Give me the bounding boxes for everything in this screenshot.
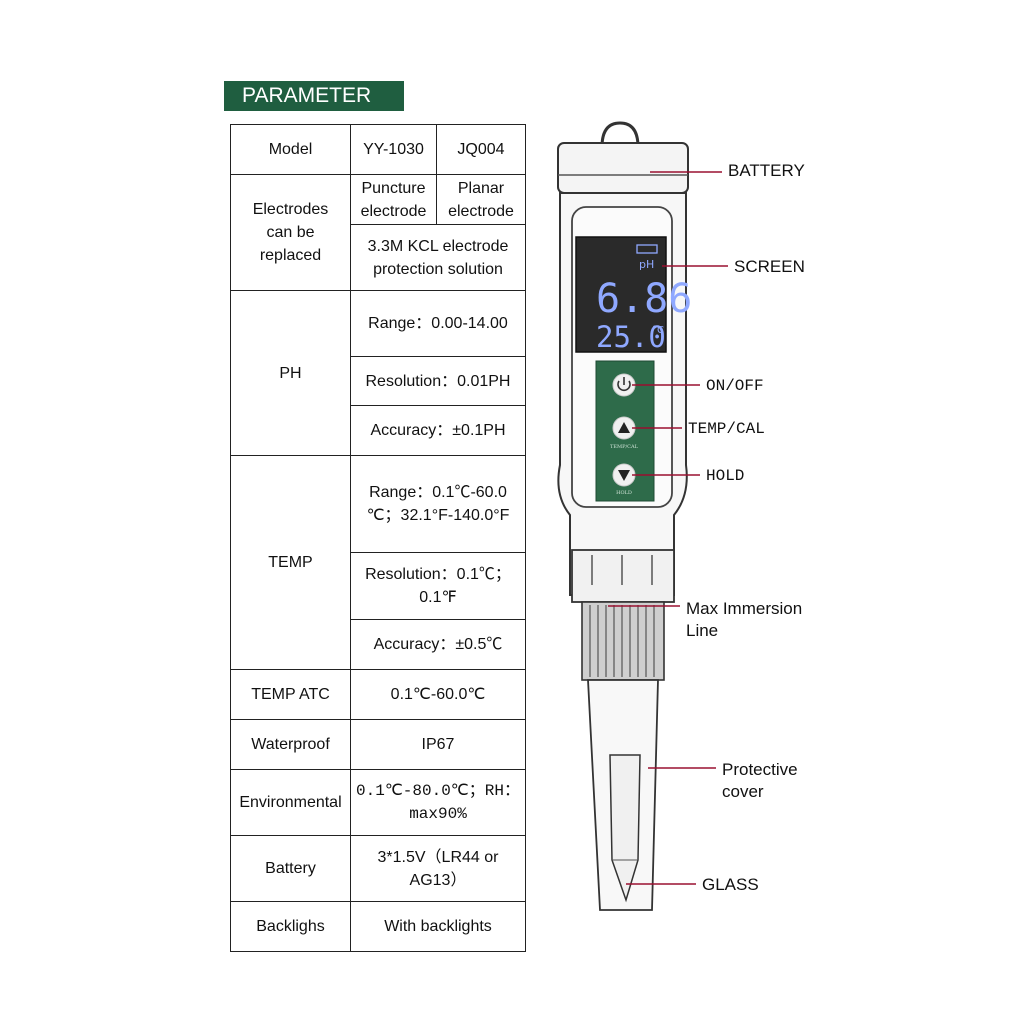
- row-label-temp-atc: TEMP ATC: [230, 669, 351, 720]
- row-label-backlight: Backlighs: [230, 901, 351, 952]
- waterproof-value: IP67: [350, 719, 526, 770]
- temp-cal-caption: TEMP/CAL: [610, 444, 639, 450]
- callout-tempcal: TEMP/CAL: [688, 420, 765, 438]
- table-row: Battery 3*1.5V（LR44 or AG13）: [230, 835, 526, 902]
- temp-range: Range：0.1℃-60.0 ℃；32.1°F-140.0°F: [350, 455, 526, 553]
- row-label-model: Model: [230, 124, 351, 175]
- table-row: Environmental 0.1℃-80.0℃；RH： max90%: [230, 769, 526, 836]
- callout-hold: HOLD: [706, 467, 745, 485]
- ph-range: Range：0.00-14.00: [350, 290, 526, 357]
- temp-resolution: Resolution：0.1℃； 0.1℉: [350, 552, 526, 620]
- table-row: 3.3M KCL electrode protection solution: [231, 224, 526, 291]
- temp-cal-button[interactable]: [612, 416, 636, 440]
- row-label-battery: Battery: [230, 835, 351, 902]
- table-row: Model YY-1030 JQ004: [230, 124, 526, 175]
- table-row: Resolution：0.1℃； 0.1℉: [231, 552, 526, 620]
- lcd-screen: [575, 236, 667, 353]
- model-value-2: JQ004: [436, 124, 526, 175]
- electrode-type-puncture: Puncture electrode: [350, 174, 437, 225]
- battery-level-icon: [636, 244, 658, 254]
- parameter-table: Model YY-1030 JQ004 Electrodes can be re…: [230, 124, 526, 952]
- temp-atc-value: 0.1℃-60.0℃: [350, 669, 526, 720]
- row-label-electrodes: Electrodes can be replaced: [230, 174, 351, 291]
- section-header: PARAMETER: [224, 81, 404, 111]
- collar: [571, 549, 675, 603]
- triangle-down-icon: [618, 470, 630, 481]
- environmental-value: 0.1℃-80.0℃；RH： max90%: [350, 769, 526, 836]
- callout-battery: BATTERY: [728, 161, 805, 180]
- ph-meter-illustration: pH 6.86 25.0 °C TEMP/CAL HOLD: [557, 121, 692, 911]
- power-button[interactable]: [612, 373, 636, 397]
- lcd-unit: pH: [639, 258, 654, 271]
- table-row: TEMP ATC 0.1℃-60.0℃: [230, 669, 526, 720]
- table-row: PH Range：0.00-14.00: [230, 290, 526, 456]
- row-label-waterproof: Waterproof: [230, 719, 351, 770]
- callout-glass: GLASS: [702, 875, 759, 894]
- battery-cap: [557, 142, 689, 194]
- backlight-value: With backlights: [350, 901, 526, 952]
- ph-resolution: Resolution：0.01PH: [350, 356, 526, 406]
- triangle-up-icon: [618, 422, 630, 433]
- temp-accuracy: Accuracy：±0.5℃: [350, 619, 526, 670]
- hold-caption: HOLD: [616, 490, 632, 496]
- table-row: TEMP Range：0.1℃-60.0 ℃；32.1°F-140.0°F: [230, 455, 526, 670]
- glass-electrode: [609, 754, 641, 903]
- callout-protective-cover: Protective cover: [722, 760, 798, 801]
- table-row: Accuracy：±0.5℃: [231, 619, 526, 670]
- ribbed-grip: [581, 601, 665, 681]
- power-icon: [617, 380, 631, 392]
- callout-max-immersion: Max Immersion Line: [686, 599, 803, 640]
- hanging-loop: [600, 121, 640, 148]
- table-row: Accuracy：±0.1PH: [231, 405, 526, 456]
- lcd-reading: 6.86: [596, 276, 692, 322]
- electrode-protection-solution: 3.3M KCL electrode protection solution: [350, 224, 526, 291]
- row-label-temp: TEMP: [230, 455, 351, 670]
- callout-screen: SCREEN: [734, 257, 805, 276]
- hold-button[interactable]: [612, 463, 636, 487]
- table-row: Waterproof IP67: [230, 719, 526, 770]
- ph-accuracy: Accuracy：±0.1PH: [350, 405, 526, 456]
- lcd-temp-unit: °C: [652, 325, 664, 336]
- battery-value: 3*1.5V（LR44 or AG13）: [350, 835, 526, 902]
- table-row: Resolution：0.01PH: [231, 356, 526, 406]
- row-label-environmental: Environmental: [230, 769, 351, 836]
- model-value-1: YY-1030: [350, 124, 437, 175]
- callout-onoff: ON/OFF: [706, 377, 764, 395]
- row-label-ph: PH: [230, 290, 351, 456]
- lcd-temp: 25.0: [596, 320, 666, 354]
- electrode-type-planar: Planar electrode: [436, 174, 526, 225]
- table-row: Backlighs With backlights: [230, 901, 526, 952]
- table-row: Electrodes can be replaced Puncture elec…: [230, 174, 526, 291]
